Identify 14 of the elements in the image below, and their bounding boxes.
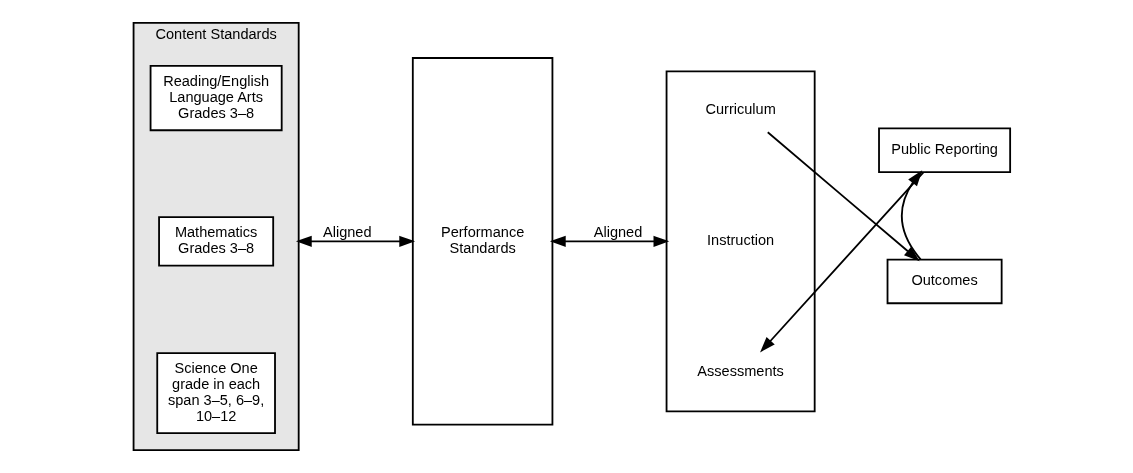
cluster <box>665 70 816 413</box>
edge-label: Aligned <box>593 224 642 241</box>
arrow <box>549 235 669 247</box>
node-box: Public Reporting <box>877 127 1011 174</box>
node-box: Mathematics Grades 3–8 <box>157 216 274 267</box>
arrow <box>295 235 415 247</box>
node-text: Assessments <box>696 363 784 380</box>
node-text: Instruction <box>706 232 774 249</box>
node-box: Science One grade in each span 3–5, 6–9, 10–12 <box>155 352 276 435</box>
node-text: Curriculum <box>704 101 776 117</box>
edge-label: Aligned <box>322 224 372 241</box>
node-box: Reading/English Language Arts Grades 3–8 <box>149 65 283 132</box>
node-box: Outcomes <box>886 258 1003 305</box>
node-box: Performance Standards <box>411 57 553 426</box>
